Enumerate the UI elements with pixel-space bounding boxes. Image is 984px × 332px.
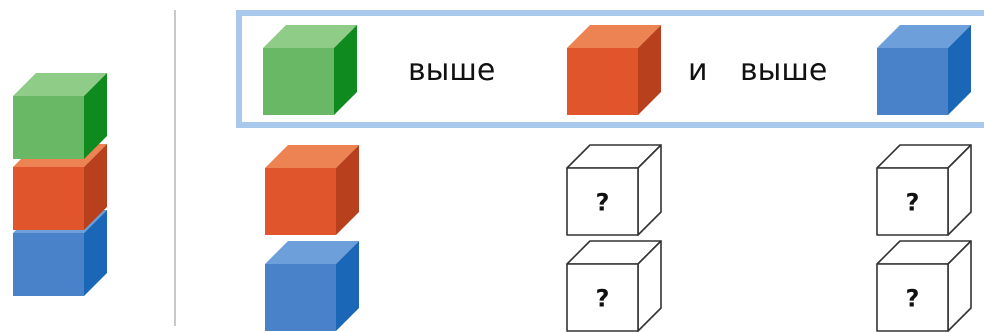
cube-top-face: [13, 73, 107, 96]
question-mark-label: ?: [596, 285, 610, 313]
cube-front-face: [566, 263, 639, 332]
cube-side-face: [638, 25, 661, 115]
frame-cube-red: [567, 25, 661, 115]
row1-unknown-cube-middle: ?: [566, 144, 662, 236]
cube-front-face: [13, 233, 84, 296]
cube-front-face: [263, 48, 334, 115]
cube-side-face: [84, 210, 107, 296]
cube-top-face: [263, 25, 357, 48]
cube-front-face: [265, 168, 336, 235]
cube-front-face: [876, 263, 949, 332]
cube-top-face: [877, 25, 971, 48]
cube-side-face: [84, 144, 107, 230]
frame-cube-blue: [877, 25, 971, 115]
row1-cube-red: [265, 145, 359, 235]
cube-side-face: [84, 73, 107, 159]
word-higher-2: выше: [740, 53, 828, 88]
word-and: и: [688, 53, 708, 88]
divider-line: [174, 10, 176, 326]
question-mark-label: ?: [906, 285, 920, 313]
cube-front-face: [13, 96, 84, 159]
cube-front-face: [566, 167, 639, 236]
question-mark-label: ?: [596, 189, 610, 217]
word-higher-1: выше: [408, 53, 496, 88]
tower-cube-green: [13, 73, 107, 159]
row2-unknown-cube-middle: ?: [566, 240, 662, 332]
cube-front-face: [877, 48, 948, 115]
frame-cube-green: [263, 25, 357, 115]
cube-side-face: [334, 25, 357, 115]
question-mark-label: ?: [906, 189, 920, 217]
cube-front-face: [13, 167, 84, 230]
cube-side-face: [948, 25, 971, 115]
cube-side-face: [336, 241, 359, 331]
cube-top-face: [265, 241, 359, 264]
row1-unknown-cube-right: ?: [876, 144, 972, 236]
cube-top-face: [265, 145, 359, 168]
row2-unknown-cube-right: ?: [876, 240, 972, 332]
cube-side-face: [336, 145, 359, 235]
cube-front-face: [265, 264, 336, 331]
cube-front-face: [876, 167, 949, 236]
row2-cube-blue: [265, 241, 359, 331]
cube-front-face: [567, 48, 638, 115]
cube-top-face: [567, 25, 661, 48]
